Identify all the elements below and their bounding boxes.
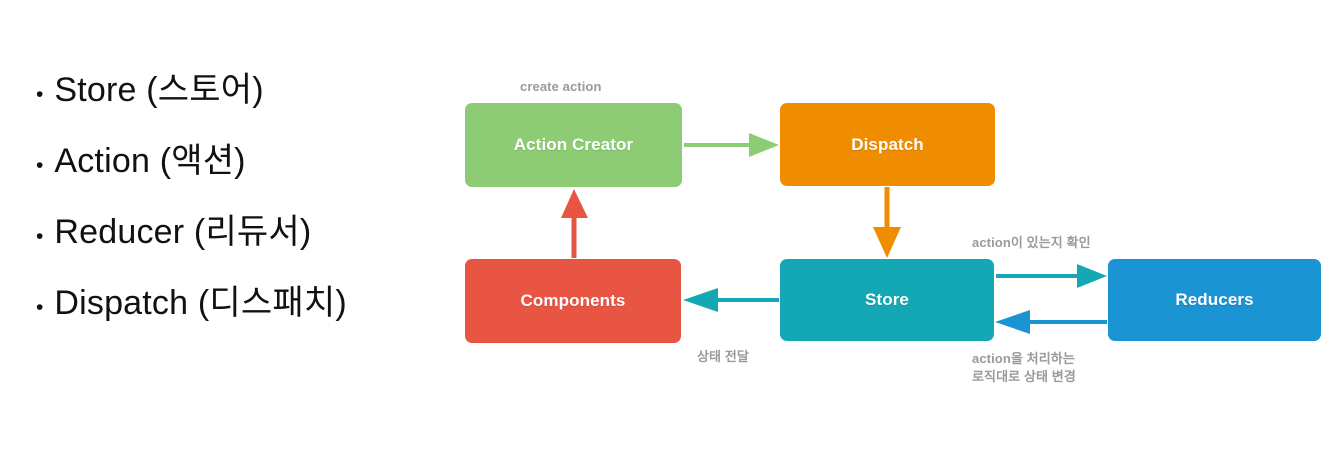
edge-label-reduce-logic-line1: action을 처리하는 bbox=[972, 351, 1075, 366]
node-label: Components bbox=[520, 291, 626, 310]
arrow-reducers-to-store bbox=[995, 310, 1107, 334]
arrow-store-to-components bbox=[683, 288, 779, 312]
node-reducers[interactable]: Reducers bbox=[1108, 259, 1321, 341]
list-item: • Action (액션) bbox=[36, 133, 456, 204]
list-item: • Store (스토어) bbox=[36, 62, 456, 133]
list-item: • Dispatch (디스패치) bbox=[36, 275, 456, 346]
edge-label-create-action: create action bbox=[520, 79, 602, 94]
edge-label-check-action: action이 있는지 확인 bbox=[972, 235, 1091, 250]
arrow-dispatch-to-store bbox=[873, 187, 901, 258]
node-components[interactable]: Components bbox=[465, 259, 681, 343]
node-action-creator[interactable]: Action Creator bbox=[465, 103, 682, 187]
node-label: Store bbox=[865, 290, 909, 309]
bullet-item-store: Store (스토어) bbox=[54, 71, 264, 109]
bullet-item-reducer: Reducer (리듀서) bbox=[54, 213, 312, 251]
list-item: • Reducer (리듀서) bbox=[36, 204, 456, 275]
bullet-dot-icon: • bbox=[36, 225, 44, 248]
node-label: Reducers bbox=[1175, 290, 1254, 309]
bullet-item-action: Action (액션) bbox=[54, 142, 246, 180]
arrow-components-to-action-creator bbox=[561, 189, 588, 258]
edge-label-state-pass: 상태 전달 bbox=[697, 349, 749, 364]
edge-label-reduce-logic: action을 처리하는 로직대로 상태 변경 bbox=[972, 350, 1076, 386]
edge-label-reduce-logic-line2: 로직대로 상태 변경 bbox=[972, 369, 1076, 384]
node-dispatch[interactable]: Dispatch bbox=[780, 103, 995, 186]
bullet-item-dispatch: Dispatch (디스패치) bbox=[54, 284, 347, 322]
bullet-dot-icon: • bbox=[36, 83, 44, 106]
bullet-dot-icon: • bbox=[36, 296, 44, 319]
node-store[interactable]: Store bbox=[780, 259, 994, 341]
bullet-dot-icon: • bbox=[36, 154, 44, 177]
concept-bullet-list: • Store (스토어) • Action (액션) • Reducer (리… bbox=[36, 62, 456, 346]
node-label: Action Creator bbox=[513, 135, 634, 154]
arrow-store-to-reducers bbox=[996, 264, 1107, 288]
node-label: Dispatch bbox=[851, 134, 924, 154]
arrow-action-creator-to-dispatch bbox=[684, 133, 779, 157]
